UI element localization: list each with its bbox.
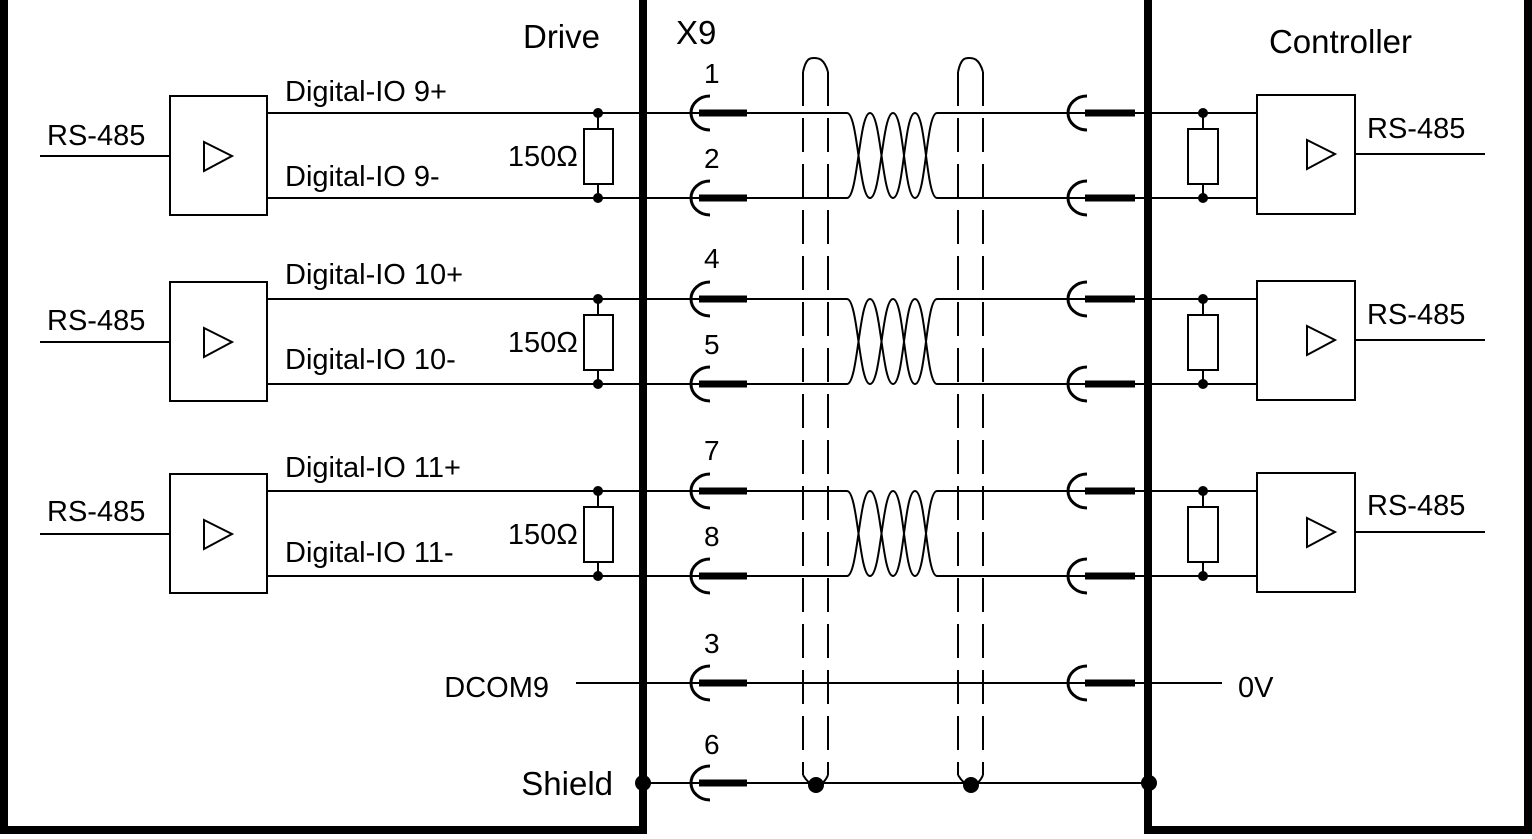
drive-title: Drive — [523, 18, 600, 55]
dcom-line — [576, 664, 1222, 702]
drive-enclosure — [0, 0, 647, 834]
cable-shield-outline — [802, 56, 984, 788]
twisted-pair-2 — [746, 298, 1086, 385]
io-minus-label-3: Digital-IO 11- — [285, 537, 454, 569]
io-minus-label-2: Digital-IO 10- — [285, 344, 456, 376]
shield-line — [635, 764, 1157, 802]
pin-number-2: 2 — [704, 143, 720, 174]
resistor-label-1: 150Ω — [508, 141, 578, 173]
twisted-pair-1 — [746, 112, 1086, 199]
io-plus-label-1: Digital-IO 9+ — [285, 76, 447, 108]
drive-bus-label-3: RS-485 — [47, 496, 145, 528]
zero-volt-label: 0V — [1238, 672, 1274, 704]
pin-number-6: 6 — [704, 729, 720, 760]
pin-number-1: 1 — [704, 58, 720, 89]
connector-name: X9 — [676, 14, 716, 51]
io-minus-label-1: Digital-IO 9- — [285, 161, 440, 193]
pin-number-7: 7 — [704, 435, 720, 466]
controller-enclosure — [1144, 0, 1532, 834]
shield-label: Shield — [521, 765, 613, 802]
drive-bus-label-2: RS-485 — [47, 305, 145, 337]
dcom-label: DCOM9 — [444, 672, 549, 704]
pin-number-8: 8 — [704, 521, 720, 552]
controller-title: Controller — [1269, 23, 1412, 60]
controller-bus-label-2: RS-485 — [1367, 299, 1465, 331]
pin-number-4: 4 — [704, 243, 720, 274]
pin-number-5: 5 — [704, 329, 720, 360]
io-plus-label-3: Digital-IO 11+ — [285, 452, 461, 484]
pin-number-3: 3 — [704, 628, 720, 659]
twisted-pair-3 — [746, 490, 1086, 577]
io-plus-label-2: Digital-IO 10+ — [285, 259, 463, 291]
drive-bus-label-1: RS-485 — [47, 120, 145, 152]
controller-bus-label-3: RS-485 — [1367, 490, 1465, 522]
resistor-label-3: 150Ω — [508, 519, 578, 551]
controller-bus-label-1: RS-485 — [1367, 113, 1465, 145]
resistor-label-2: 150Ω — [508, 327, 578, 359]
